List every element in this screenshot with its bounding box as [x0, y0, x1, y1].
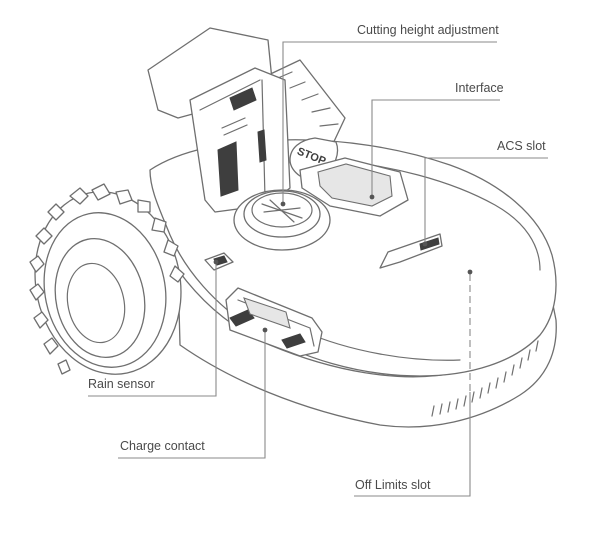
- carry-handle: [147, 27, 291, 213]
- label-charge-contact: Charge contact: [120, 439, 205, 453]
- label-acs-slot: ACS slot: [497, 139, 546, 153]
- interface-panel: [299, 157, 409, 217]
- leader-lines: [88, 41, 548, 497]
- label-cutting-height-adjustment: Cutting height adjustment: [357, 23, 499, 37]
- label-rain-sensor: Rain sensor: [88, 377, 155, 391]
- cutting-height-dial: [233, 189, 331, 251]
- label-interface: Interface: [455, 81, 504, 95]
- front-wheel: [29, 183, 185, 375]
- charge-contacts: [225, 287, 323, 357]
- label-off-limits-slot: Off Limits slot: [355, 478, 431, 492]
